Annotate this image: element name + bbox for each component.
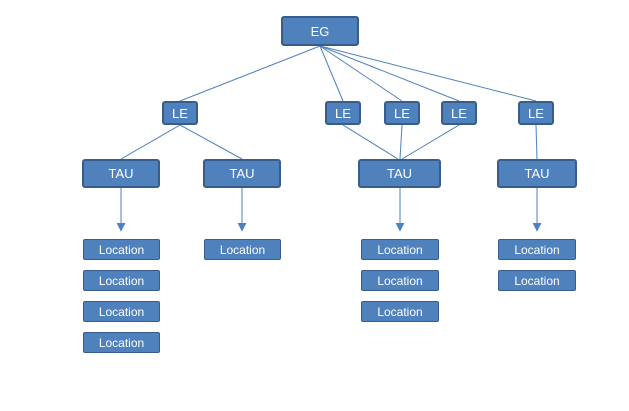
node-location-1-4: Location (83, 332, 160, 353)
node-location-2-1: Location (204, 239, 281, 260)
node-location-3-2: Location (361, 270, 439, 291)
node-tau-1: TAU (82, 159, 160, 188)
node-tau-3: TAU (358, 159, 441, 188)
node-location-4-1: Location (498, 239, 576, 260)
node-le-4: LE (441, 101, 477, 125)
node-tau-4: TAU (497, 159, 577, 188)
node-location-3-3: Location (361, 301, 439, 322)
node-location-1-1: Location (83, 239, 160, 260)
node-location-1-2: Location (83, 270, 160, 291)
node-le-5: LE (518, 101, 554, 125)
node-location-4-2: Location (498, 270, 576, 291)
node-eg: EG (281, 16, 359, 46)
node-location-1-3: Location (83, 301, 160, 322)
node-le-1: LE (162, 101, 198, 125)
node-le-3: LE (384, 101, 420, 125)
node-location-3-1: Location (361, 239, 439, 260)
node-tau-2: TAU (203, 159, 281, 188)
node-le-2: LE (325, 101, 361, 125)
